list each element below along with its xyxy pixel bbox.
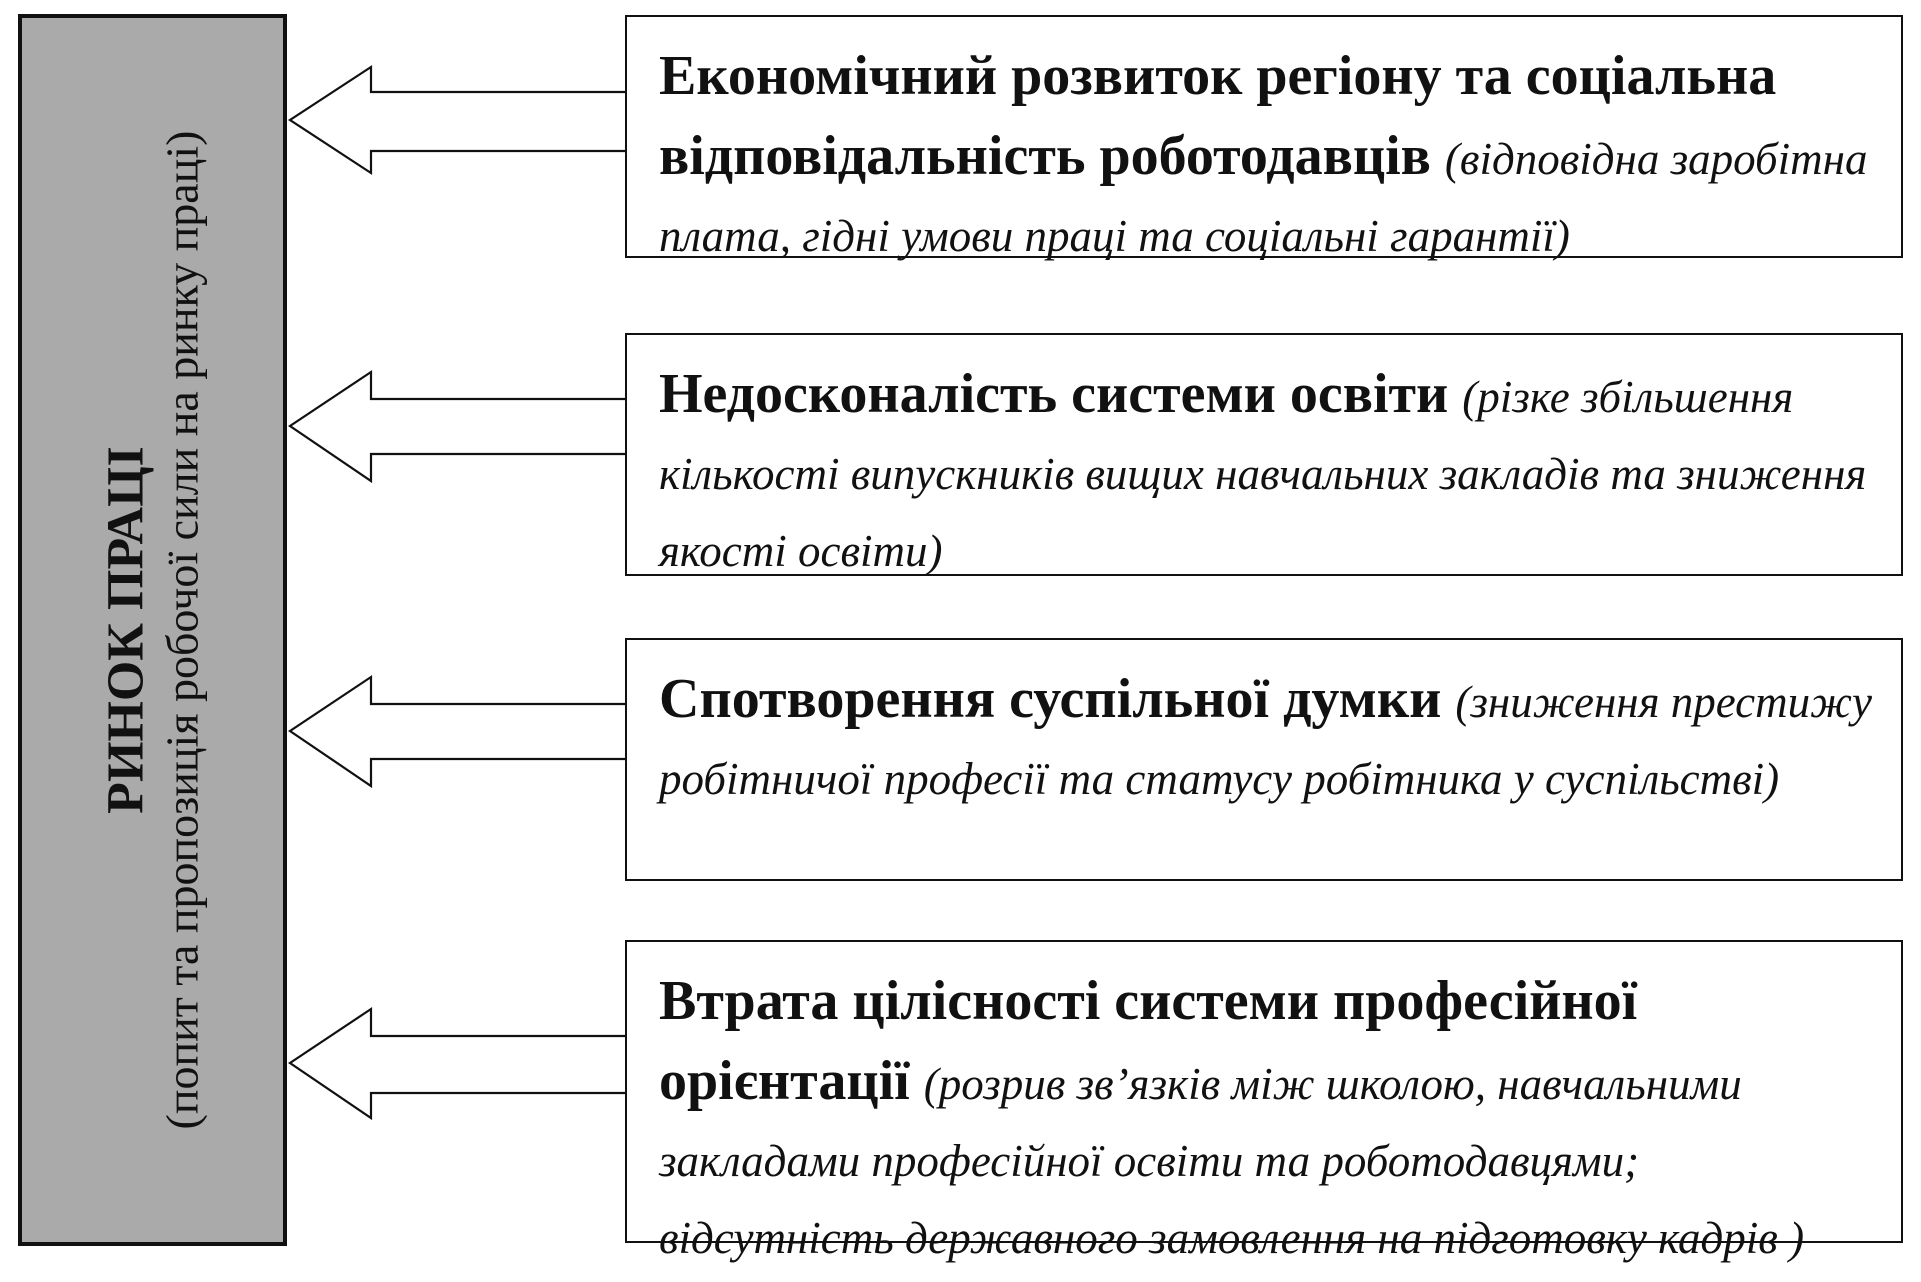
factor-details: (розрив зв’язків між школою, навчальними… [659,1059,1805,1263]
factor-title: Втрата цілісності системи професійної ор… [659,970,1638,1112]
factor-box-2: Недосконалість системи освіти (різке збі… [625,333,1903,576]
factor-box-3: Спотворення суспільної думки (зниження п… [625,638,1903,881]
labor-market-panel: РИНОК ПРАЦІ (попит та пропозиція робочої… [18,14,287,1246]
factor-box-4: Втрата цілісності системи професійної ор… [625,940,1903,1263]
factor-title: Недосконалість системи освіти [659,363,1463,425]
factor-details: (відповідна заробітна плата, гідні умови… [659,134,1868,261]
factor-text-2: Недосконалість системи освіти (різке збі… [659,361,1877,595]
factor-details: (різке збільшення кількості випускників … [659,372,1867,576]
factor-text-1: Економічний розвиток регіону та соціальн… [659,43,1877,280]
factor-title: Спотворення суспільної думки [659,668,1456,730]
factor-text-3: Спотворення суспільної думки (зниження п… [659,666,1877,823]
factor-text-4: Втрата цілісності системи професійної ор… [659,968,1877,1282]
factor-details: (зниження престижу робітничої професії т… [659,677,1872,804]
arrow-factor-1 [287,64,625,176]
arrow-factor-4 [288,1006,625,1121]
arrow-factor-2 [288,369,625,484]
factor-box-1: Економічний розвиток регіону та соціальн… [625,15,1903,261]
factor-title: Економічний розвиток регіону та соціальн… [659,45,1777,187]
arrow-factor-3 [288,674,625,789]
